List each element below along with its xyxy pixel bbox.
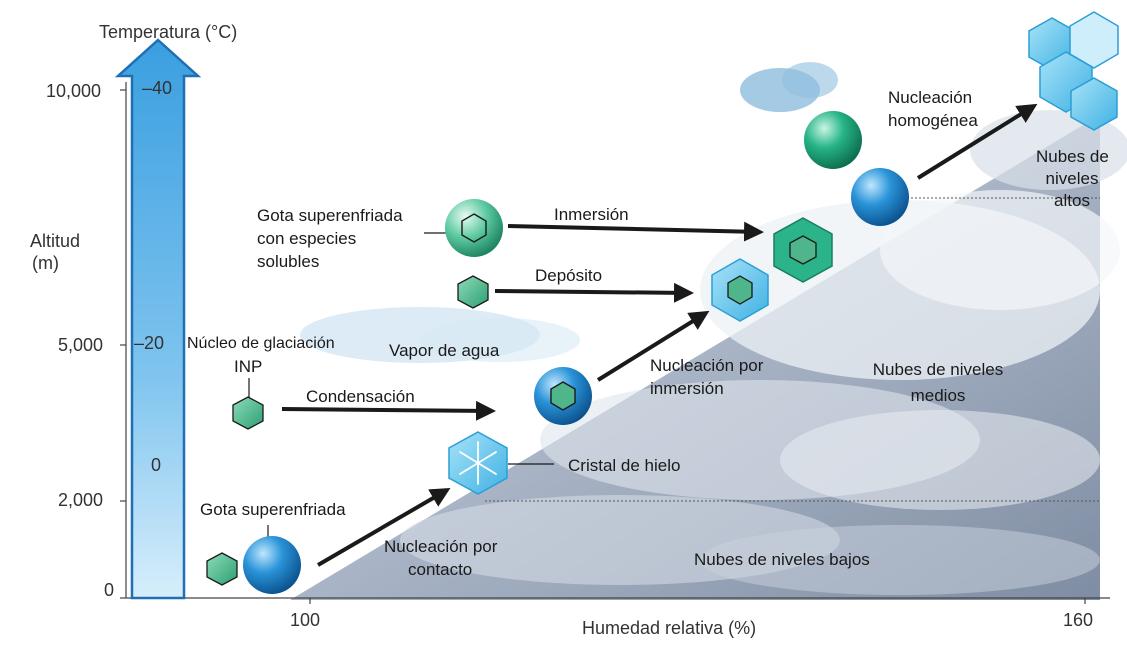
humidity-tick-160: 160 [1063,610,1094,630]
label-ice-crystal: Cristal de hielo [568,456,681,475]
label-contact-nucleation-1: Nucleación por [384,537,498,556]
supercooled-drop-solutes [445,199,503,257]
label-condensation: Condensación [306,387,415,406]
label-immersion-nucleation-2: inmersión [650,379,724,398]
ice-crystal-immersion [773,217,833,283]
arrow-contact-nucleation [316,487,451,567]
green-drop [804,111,862,169]
altitude-axis-title-line2: (m) [32,253,59,273]
inp-hexagon-bottom [206,552,238,586]
label-mid-clouds-2: medios [910,386,966,405]
label-high-clouds-3: altos [1054,191,1090,210]
label-mid-clouds-1: Nubes de niveles [872,360,1004,379]
label-supercooled-drop-solutes-1: Gota superenfriada [257,206,403,225]
label-supercooled-drop: Gota superenfriada [200,500,346,519]
arrow-immersion [507,221,764,242]
label-homogeneous-nucleation-1: Nucleación [888,88,973,107]
vapor-puffs [300,62,838,363]
label-contact-nucleation-2: contacto [408,560,473,579]
altitude-tick-0: 0 [104,580,115,600]
altitude-tick-5000: 5,000 [58,335,104,355]
inp-hexagon-deposition [457,275,489,309]
temperature-arrow [114,38,202,600]
temperature-tick-0: 0 [151,455,162,475]
label-supercooled-drop-solutes-3: solubles [257,252,320,271]
label-immersion-nucleation-1: Nucleación por [650,356,764,375]
label-low-clouds: Nubes de niveles bajos [694,550,870,569]
altitude-tick-2000: 2,000 [58,490,104,510]
ice-crystal-contact [448,431,508,495]
process-arrows [281,103,1038,567]
arrow-condensation [281,400,496,421]
plot-axes [120,82,1110,604]
ice-crystals-homogeneous [1028,11,1119,131]
temperature-tick-minus40: –40 [142,78,173,98]
ice-crystal-deposition [711,258,769,322]
label-inp: INP [234,357,263,376]
label-homogeneous-nucleation-2: homogénea [888,111,978,130]
inp-hexagon [232,396,264,430]
altitude-axis-title-line1: Altitud [30,231,81,251]
label-high-clouds-2: niveles [1045,169,1099,188]
humidity-tick-100: 100 [290,610,321,630]
supercooled-drop [243,536,301,594]
label-ice-nucleus: Núcleo de glaciación [187,335,335,352]
blue-drop-high [851,168,909,226]
altitude-tick-10000: 10,000 [46,81,102,101]
label-deposition: Depósito [535,266,603,285]
arrow-immersion-nucleation [596,310,710,382]
humidity-axis-title: Humedad relativa (%) [582,618,757,638]
arrow-deposition [494,282,694,303]
label-water-vapor: Vapor de agua [389,341,500,360]
label-high-clouds-1: Nubes de [1036,147,1109,166]
temperature-tick-minus20: –20 [134,333,165,353]
temperature-axis-title: Temperatura (°C) [99,22,238,42]
label-supercooled-drop-solutes-2: con especies [257,229,357,248]
arrow-homogeneous [916,103,1038,180]
label-immersion: Inmersión [554,205,629,224]
